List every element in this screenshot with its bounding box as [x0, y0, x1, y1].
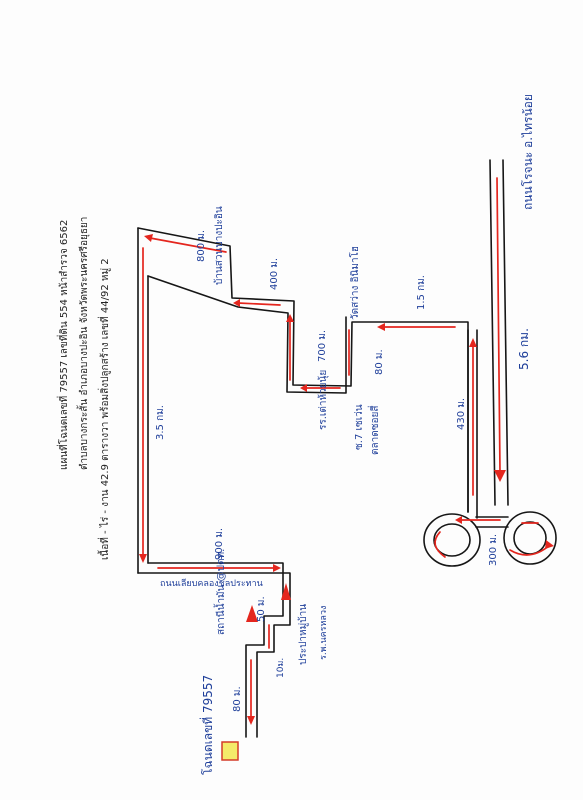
arrow-uturn-connector-head — [455, 516, 462, 524]
arrow-800 — [149, 237, 227, 253]
label-ban-suan: บ้านสวนบางปะอิน — [213, 206, 225, 285]
arrow-top-horizontal-head — [377, 323, 385, 331]
label-10m: 10ม. — [276, 658, 286, 678]
arrow-left-down-head — [139, 554, 147, 563]
arrow-800-head — [144, 234, 153, 242]
label-1-5km: 1.5 กม. — [416, 275, 427, 310]
marker-pump — [246, 605, 258, 622]
label-80m-b: 80 ม. — [232, 686, 243, 712]
road-main-highway-a — [489, 159, 496, 506]
map-labels: 800 ม. บ้านสวนบางปะอิน 400 ม. วัดสว่าง อ… — [155, 94, 535, 775]
label-talad: ตลาดซอยสี่ — [367, 406, 381, 456]
road-uturn-right-inner — [513, 521, 547, 555]
road-network — [137, 159, 557, 738]
road-bottom-horizontal — [137, 572, 291, 738]
arrow-highway-head — [494, 470, 506, 482]
label-prapa: ประปาหมู่บ้าน — [297, 604, 309, 665]
label-430m: 430 ม. — [456, 398, 467, 430]
label-hospital: ร.พ.นครหลวง — [319, 606, 329, 660]
road-bottom-horizontal-inner — [147, 562, 284, 738]
label-700m: 700 ม. — [317, 330, 328, 362]
arrow-highway — [496, 177, 501, 473]
arrow-700-up-head — [286, 314, 294, 322]
label-wat-sawang: วัดสว่าง อินิมาโฮ — [348, 246, 361, 320]
header-line3: เนื้อที่ - ไร่ - งาน 42.9 ตารางวา พร้อมส… — [97, 258, 111, 560]
label-5-6km: 5.6 กม. — [517, 328, 531, 370]
label-300m: 300 ม. — [488, 534, 499, 566]
header-line1: แผนที่โฉนดเลขที่ 79557 เลขที่ดิน 554 หน้… — [56, 220, 70, 470]
label-3-5km: 3.5 กม. — [155, 405, 166, 440]
land-plot-marker — [221, 741, 239, 761]
arrow-400 — [237, 302, 281, 306]
arrow-80-down-head — [247, 716, 255, 725]
arrow-right-vertical-head — [469, 338, 477, 347]
road-uturn-right-outer — [503, 511, 557, 565]
road-main-route — [137, 227, 469, 513]
label-pump: สถานีน้ำมัน @ปตท. — [213, 549, 227, 635]
header-block: แผนที่โฉนดเลขที่ 79557 เลขที่ดิน 554 หน้… — [56, 217, 111, 560]
label-800m: 800 ม. — [196, 230, 207, 262]
arrow-left-loop — [434, 531, 446, 558]
label-land: โฉนดเลขที่ 79557 — [199, 675, 215, 775]
arrow-uturn-loop-head — [545, 540, 554, 549]
label-seven: ซ.7 เซเว่น — [354, 404, 365, 450]
road-uturn-left-outer — [423, 513, 481, 567]
road-main-highway-b — [502, 159, 509, 506]
label-400m: 400 ม. — [269, 258, 280, 290]
label-main-road: ถนนโรจนะ อ.ไทรน้อย — [521, 94, 535, 210]
label-river-road: ถนนเลียบคลองชลประทาน — [160, 578, 263, 589]
label-80m-a: 80 ม. — [374, 349, 385, 375]
label-900m: 900 ม. — [214, 528, 225, 560]
label-rongrian: รร.เต่าห้วยนุ้ย — [317, 370, 329, 430]
marker-prapa — [281, 583, 291, 600]
arrow-bottom-small-head — [300, 384, 307, 392]
header-line2: ตำบลบางกระสั้น อำเภอบางปะอิน จังหวัดพระน… — [76, 217, 90, 470]
road-uturn-left-inner — [433, 523, 471, 557]
road-main-route-inner — [147, 275, 347, 394]
route-arrows — [139, 177, 554, 725]
label-50m: 50 ม. — [256, 596, 267, 622]
arrow-bottom-right-head — [273, 564, 281, 572]
arrow-400-head — [233, 299, 240, 307]
